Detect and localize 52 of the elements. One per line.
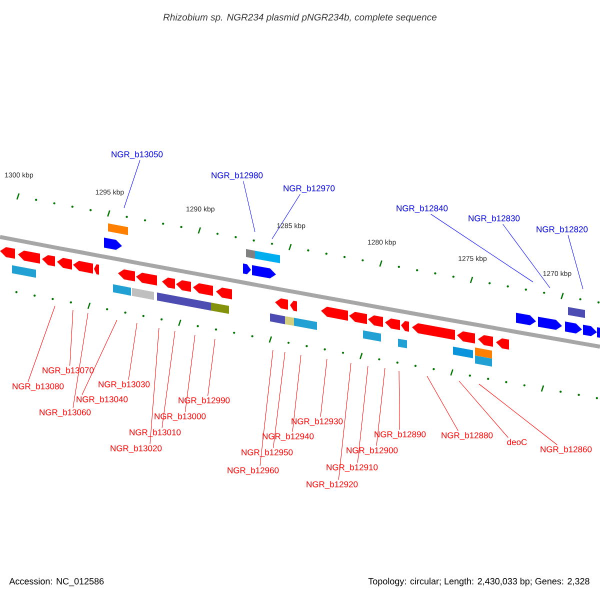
gene-label: NGR_b12830	[468, 215, 520, 223]
footer-text: Accession: NC_012586	[9, 578, 104, 586]
leader-line	[208, 338, 216, 396]
leader-line	[150, 328, 160, 444]
leader-line	[162, 330, 176, 428]
gene-label: NGR_b12910	[326, 464, 378, 472]
gene-label: NGR_b12880	[442, 432, 493, 440]
gene-label: NGR_b13040	[76, 396, 128, 404]
gene-label: NGR_b12960	[228, 467, 279, 475]
gene-label: NGR_b13050	[112, 151, 163, 159]
gene-label: NGR_b12900	[346, 447, 398, 455]
footer-text: Topology: circular; Length: 2,430,033 bp; Genes: 2,328	[368, 578, 590, 586]
leader-line	[292, 354, 302, 432]
leader-line	[357, 366, 368, 464]
leader-line	[184, 334, 196, 412]
gene-label: NGR_b12890	[374, 431, 426, 439]
leader-line	[124, 160, 140, 208]
leader-line	[320, 358, 328, 418]
leader-line	[272, 194, 300, 240]
gene-label: NGR_b12930	[292, 418, 343, 426]
leader-line	[398, 370, 400, 430]
leader-line	[128, 322, 138, 380]
gene-label: NGR_b13060	[40, 409, 91, 417]
leader-line	[430, 214, 534, 282]
leader-line	[458, 380, 508, 438]
leader-line	[82, 320, 118, 396]
leader-line	[426, 376, 458, 432]
gene-label: NGR_b12820	[536, 226, 588, 234]
leader-line	[478, 384, 558, 446]
gene-label: NGR_b12920	[306, 481, 358, 489]
leader-line	[72, 312, 88, 408]
gene-label: NGR_b12840	[396, 205, 448, 213]
gene-label: NGR_b13020	[110, 445, 162, 453]
title: Rhizobium sp. NGR234 plasmid pNGR234b, complete sequence	[163, 14, 437, 22]
leader-line	[338, 362, 352, 480]
gene-label: NGR_b13030	[98, 381, 150, 389]
leader-line	[28, 306, 56, 382]
gene-label: NGR_b13010	[130, 429, 181, 437]
gene-label: NGR_b13080	[12, 383, 64, 391]
gene-label: NGR_b12990	[178, 397, 230, 405]
leader-line	[70, 310, 74, 366]
gene-label: NGR_b12970	[284, 185, 335, 193]
leader-line	[243, 180, 256, 232]
gene-label: NGR_b12980	[212, 172, 263, 180]
leader-line	[568, 234, 584, 290]
gene-label: deoC	[507, 438, 527, 446]
leader-line	[376, 368, 386, 446]
leader-line	[260, 350, 274, 466]
leader-line	[273, 352, 286, 448]
gene-label: NGR_b12860	[540, 446, 592, 454]
gene-label: NGR_b13000	[154, 413, 206, 421]
leader-line	[502, 224, 550, 288]
